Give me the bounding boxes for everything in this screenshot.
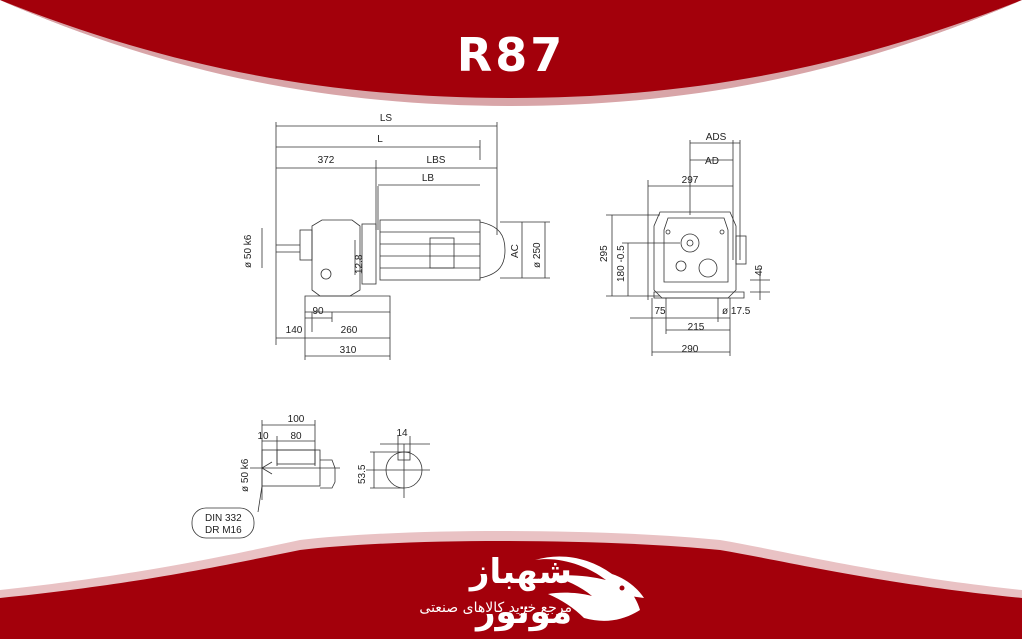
- dim-ac: AC: [510, 244, 521, 258]
- end-view-drawing: [606, 140, 770, 356]
- dim-hole-diameter: ø 17.5: [722, 306, 751, 317]
- dim-lb: LB: [422, 173, 435, 184]
- dim-290: 290: [682, 344, 699, 355]
- dim-53-5: 53.5: [357, 464, 368, 484]
- side-shaft-diameter: ø 50 k6: [243, 234, 254, 268]
- dim-ls: LS: [380, 113, 393, 124]
- dim-180: 180 -0.5: [616, 245, 627, 282]
- keyway-detail-drawing: [366, 436, 430, 498]
- dim-90: 90: [312, 306, 324, 317]
- dim-297: 297: [682, 175, 699, 186]
- dim-ad: AD: [705, 156, 719, 167]
- shaft-detail-drawing: [250, 420, 340, 513]
- eagle-head-logo: [535, 556, 644, 621]
- dim-10: 10: [257, 431, 269, 442]
- dim-372: 372: [318, 155, 335, 166]
- page-title: R87: [456, 28, 566, 82]
- dim-140: 140: [286, 325, 303, 336]
- dim-80: 80: [290, 431, 302, 442]
- header-banner-shadow: [0, 0, 1022, 106]
- dim-45: 45: [754, 264, 765, 276]
- dim-l: L: [377, 134, 383, 145]
- shaft-diameter: ø 50 k6: [240, 458, 251, 492]
- dim-260: 260: [341, 325, 358, 336]
- dim-310: 310: [340, 345, 357, 356]
- dim-12-8: 12.8: [354, 254, 365, 274]
- side-flange-diameter: ø 250: [532, 242, 543, 268]
- dim-lbs: LBS: [427, 155, 446, 166]
- dim-ads: ADS: [706, 132, 727, 143]
- footer-banner: [0, 541, 1022, 639]
- brand-tagline: مرجع خرید کالاهای صنعتی: [419, 600, 572, 616]
- side-view-drawing: [261, 122, 550, 360]
- dim-295: 295: [599, 245, 610, 262]
- dim-14: 14: [396, 428, 408, 439]
- note-dr-m16: DR M16: [205, 525, 242, 536]
- dim-100: 100: [288, 414, 305, 425]
- din-note-box: [191, 507, 255, 539]
- brand-name: شهباز موتور: [469, 552, 572, 632]
- note-din-332: DIN 332: [205, 513, 242, 524]
- dim-75: 75: [654, 306, 666, 317]
- dim-215: 215: [688, 322, 705, 333]
